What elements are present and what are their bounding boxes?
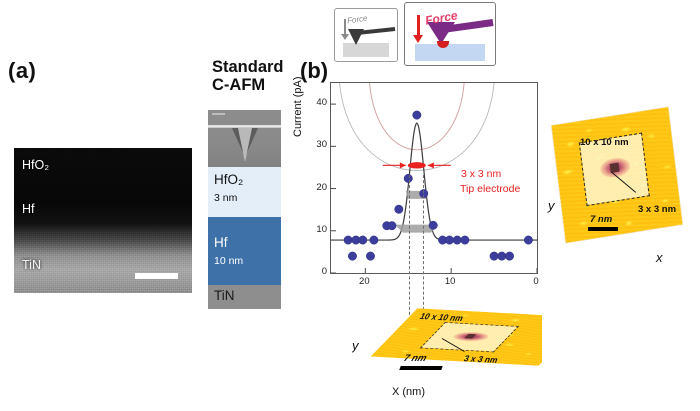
chart-data-point [460,235,470,245]
afm-right-scalebar-label: 7 nm [590,214,613,225]
chart-y-tick-label: 20 [316,181,327,193]
afm-image-right: 10 x 10 nm 3 x 3 nm 7 nm y x [546,104,694,272]
afm-bottom-scalebar-label: 7 nm [401,353,429,364]
stack-title: Standard C-AFM [212,58,304,94]
chart-data-point [412,110,422,120]
chart-data-point [419,189,429,199]
current-profile-chart [330,82,538,274]
inset-large-tip-contact-icon [437,41,449,48]
inset-small-force-label: Force [346,13,368,26]
chart-y-tick-label: 30 [316,139,327,151]
afm-right-axis-x: x [656,250,663,265]
outer-tip-arc [339,83,495,171]
afm-bottom-axis-y: y [352,338,359,353]
chart-data-point [523,235,533,245]
chart-data-point [505,251,514,261]
tem-cross-section-image: HfO₂ Hf TiN [14,148,192,293]
annotation-tip-electrode: Tip electrode [460,183,521,195]
afm-bottom-core-label: 3 x 3 nm [462,353,500,365]
chart-data-point [348,251,357,261]
inset-large-tip-icon [427,22,455,44]
panel-b-label: (b) [300,58,329,83]
red-tip-electrode [407,162,426,169]
stack-diagram: HfO₂ 3 nm Hf 10 nm TiN [208,110,281,309]
tip-size-arrowhead [399,162,406,169]
chart-y-axis-title: Current (pA) [292,76,304,137]
afm-right-inner-label: 10 x 10 nm [580,137,629,148]
stack-layer-hf: Hf 10 nm [208,217,281,285]
stack-layer-tin: TiN [208,285,281,309]
chart-data-point [445,235,454,245]
inner-tip-arc [369,83,465,151]
stack-title-line2: C-AFM [212,76,266,94]
chart-data-point [358,235,368,245]
inset-small-force-arrow-icon [341,19,349,40]
inset-small-substrate [343,43,389,57]
tem-label-hfo2: HfO₂ [22,158,50,172]
afm-bottom-scale-bar [399,366,443,370]
tem-label-hf: Hf [22,202,35,216]
afm-image-bottom: 10 x 10 nm 3 x 3 nm 7 nm y [352,296,542,388]
chart-x-tick-label: 20 [359,276,370,287]
lower-grey-band [394,224,439,233]
tip-scale-tick [212,113,225,115]
chart-data-point [452,235,462,245]
inset-large-force-arrow-icon [413,15,423,43]
guide-line-right [422,175,424,325]
tip-surface-line [208,125,281,128]
chart-x-tick-label: 0 [533,276,539,287]
tem-label-tin: TiN [22,258,41,272]
inset-large-substrate [415,44,485,61]
inset-small-tip-icon [348,29,364,45]
panel-a-label: (a) [8,58,37,83]
chart-x-axis-title: X (nm) [392,386,425,398]
chart-data-point [394,204,404,214]
afm-bottom-inner-label: 10 x 10 nm [418,310,466,324]
tip-size-arrowhead [427,162,434,169]
afm-tip-cone-highlight [237,128,252,162]
afm-right-plate [551,107,683,243]
stack-layer-hfo2-thickness: 3 nm [214,192,238,204]
chart-data-point [497,251,507,261]
chart-data-point [428,220,438,230]
chart-data-point [343,235,353,245]
chart-x-tick-label: 10 [444,276,456,287]
guide-line-left [408,175,410,325]
chart-data-point [387,221,397,231]
chart-y-tick-label: 40 [316,97,327,109]
stack-layer-hfo2: HfO₂ 3 nm [208,167,281,217]
afm-right-core-label: 3 x 3 nm [638,204,677,215]
tem-scale-bar [135,273,178,279]
chart-data-point [403,173,413,183]
stack-layer-hf-thickness: 10 nm [214,255,244,267]
stack-layer-tin-label: TiN [214,288,235,303]
chart-data-point [369,235,379,245]
inset-high-force-illustration: Force [404,2,496,66]
chart-canvas [331,83,537,273]
afm-right-axis-y: y [548,198,555,213]
chart-data-point [489,251,499,261]
inset-low-force-illustration: Force [334,8,398,62]
stack-layer-hf-label: Hf [214,235,228,250]
afm-right-scale-bar [588,227,618,231]
chart-y-tick-label: 0 [321,266,327,277]
chart-data-point [366,251,375,261]
stack-layer-tip-tem [208,110,281,167]
annotation-tip-size: 3 x 3 nm [461,168,502,180]
stack-layer-hfo2-label: HfO₂ [214,172,244,187]
tem-noise-texture [14,148,192,293]
chart-y-tick-label: 10 [316,223,327,235]
stack-title-line1: Standard [212,58,284,76]
